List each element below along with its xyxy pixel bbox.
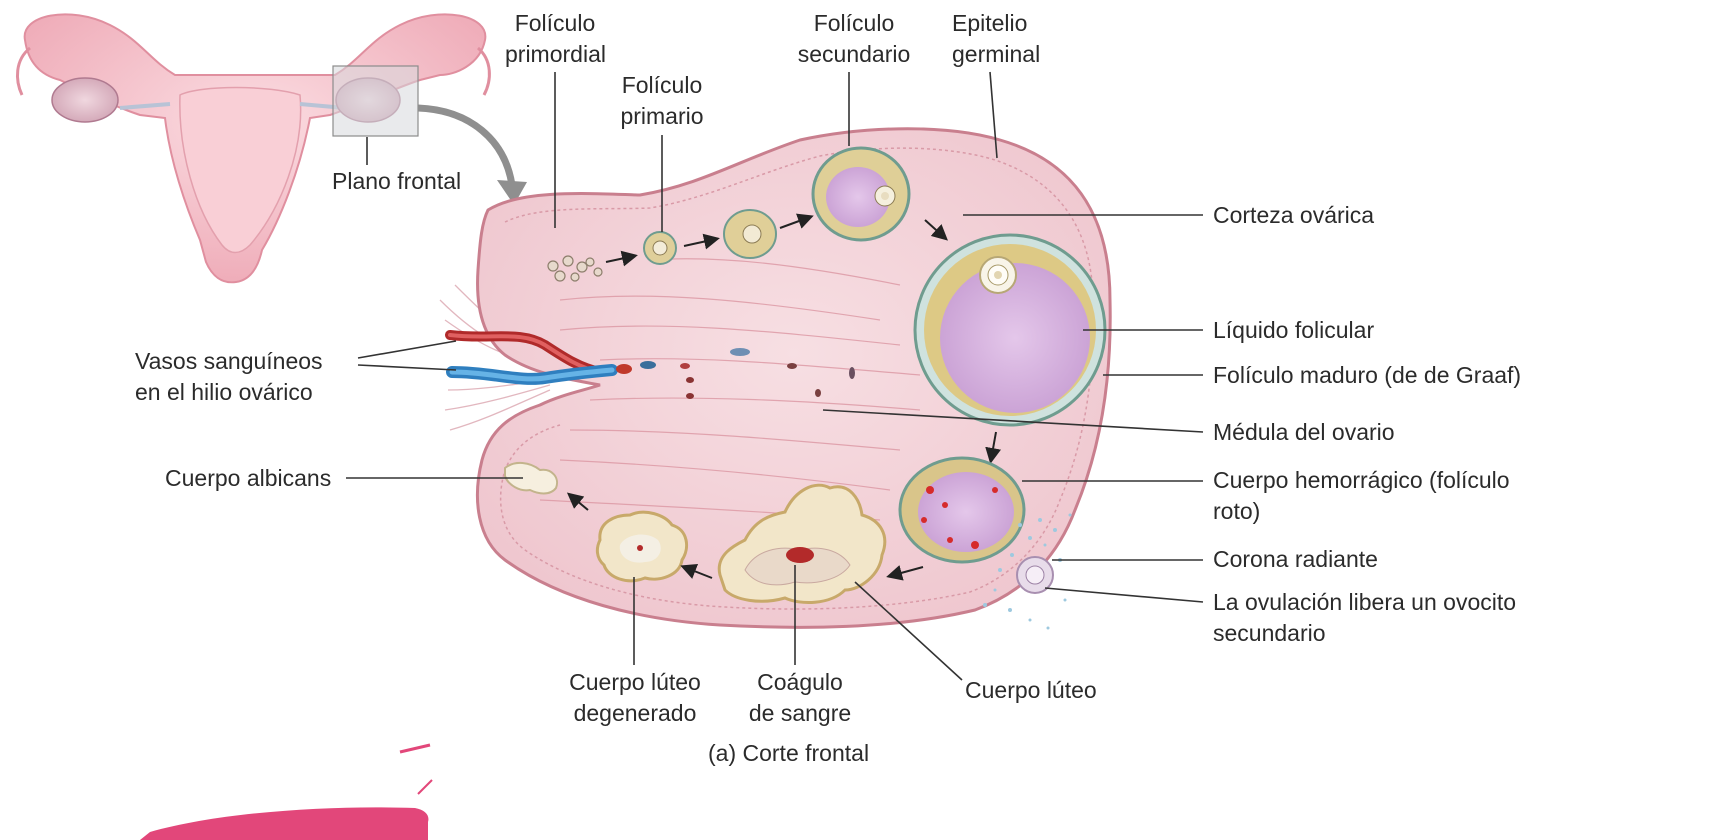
next-figure-partial [0,0,1717,840]
ovary-diagram: Folículo primordial Folículo primario Fo… [0,0,1717,840]
